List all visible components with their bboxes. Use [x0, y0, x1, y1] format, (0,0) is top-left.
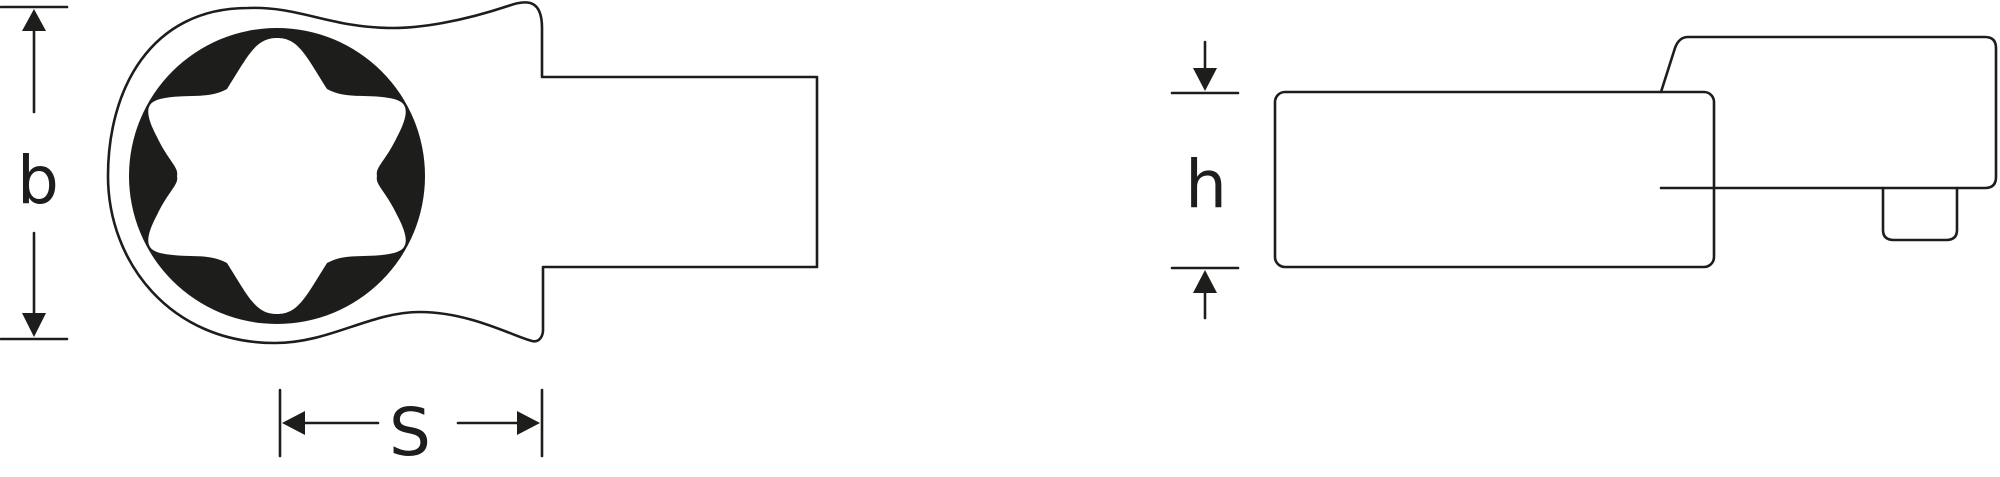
shank-body	[1659, 35, 1998, 190]
b-arrow-down	[22, 313, 46, 337]
h-arrow-up	[1193, 270, 1217, 293]
dimension-label-b: b	[17, 142, 59, 219]
dimension-s: S	[278, 388, 544, 471]
head-side-block	[1273, 90, 1716, 269]
ring-insert-top-view	[106, 1, 819, 345]
s-arrow-right	[517, 411, 540, 435]
dimension-h: h	[1170, 40, 1240, 320]
shank-tab	[1881, 186, 1959, 242]
dimension-label-h: h	[1185, 146, 1227, 223]
dimension-b: b	[0, 5, 69, 341]
insert-side-view	[1273, 35, 1998, 269]
dimension-label-s: S	[389, 394, 431, 471]
ring-head-outline	[106, 1, 819, 345]
s-arrow-left	[282, 411, 305, 435]
hexalobular-profile	[148, 38, 406, 314]
h-arrow-down	[1193, 68, 1217, 91]
b-arrow-up	[22, 9, 46, 31]
